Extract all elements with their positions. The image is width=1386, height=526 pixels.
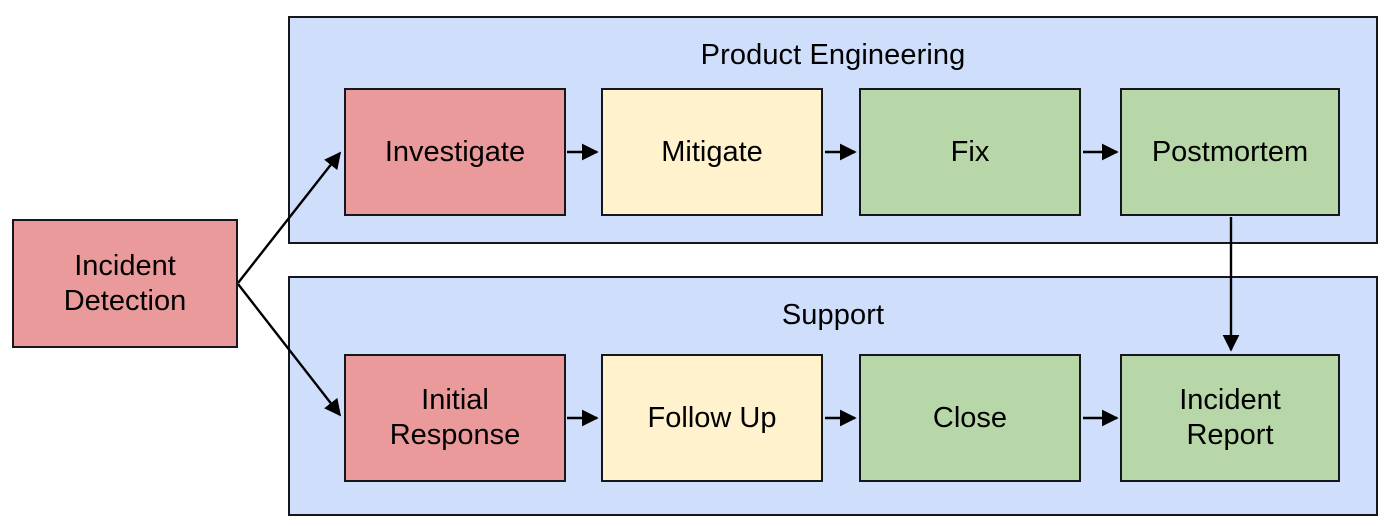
lane-title-product-engineering: Product Engineering [700, 39, 966, 71]
node-postmortem[interactable]: Postmortem [1120, 88, 1340, 216]
node-follow-up[interactable]: Follow Up [601, 354, 823, 482]
node-initial-response[interactable]: Initial Response [344, 354, 566, 482]
node-fix[interactable]: Fix [859, 88, 1081, 216]
node-close[interactable]: Close [859, 354, 1081, 482]
node-incident-report[interactable]: Incident Report [1120, 354, 1340, 482]
node-investigate[interactable]: Investigate [344, 88, 566, 216]
node-incident-detection[interactable]: Incident Detection [12, 219, 238, 348]
lane-title-support: Support [781, 299, 885, 331]
node-mitigate[interactable]: Mitigate [601, 88, 823, 216]
